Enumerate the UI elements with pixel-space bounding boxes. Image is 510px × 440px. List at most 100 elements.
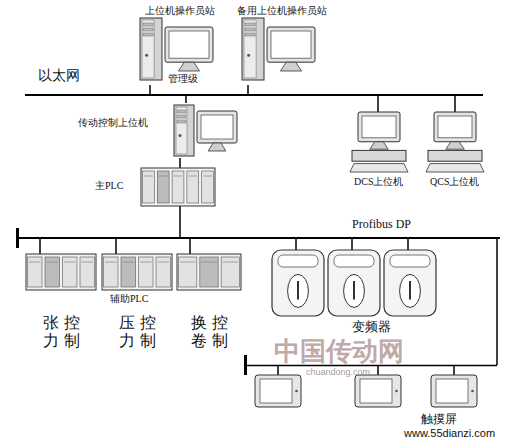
plc-module: [143, 171, 155, 203]
plc-module: [200, 257, 218, 287]
plc-module: [156, 257, 171, 287]
device-label: 主PLC: [95, 180, 123, 192]
bus-connector: [179, 158, 181, 168]
bus-connector: [407, 239, 409, 250]
touch-panel: [255, 375, 301, 407]
plc-rack: [102, 254, 172, 290]
watermark: chuandong.com: [306, 368, 370, 378]
bus-connector: [454, 96, 456, 112]
monitor-frame: [267, 27, 315, 62]
drive-bay: [245, 23, 255, 26]
module-slot: [140, 262, 152, 263]
tower-front: [244, 20, 256, 78]
inverter-window: [344, 274, 365, 307]
device-label: QCS上位机: [430, 176, 479, 188]
bus-connector: [39, 239, 41, 254]
module-slot: [123, 262, 135, 263]
drop-line: [377, 366, 379, 376]
power-button: [247, 54, 250, 57]
bus-connector: [247, 85, 249, 94]
inverter-panel: [334, 255, 374, 267]
power-button: [145, 54, 148, 57]
ethernet-bus: 以太网: [25, 94, 483, 96]
bus-connector: [149, 85, 151, 94]
monitor-screen: [201, 115, 233, 139]
drop-line: [453, 366, 455, 376]
monitor-screen: [271, 31, 311, 58]
inverter-body: [272, 250, 324, 316]
plc-module: [104, 257, 119, 287]
module-slot: [158, 262, 170, 263]
touch-screen: [436, 379, 468, 403]
vertical-label: 张力控制: [43, 314, 80, 351]
device-icon: [78, 103, 238, 158]
module-slot: [82, 262, 94, 263]
device-label: 备用上位机操作员站: [237, 5, 327, 17]
vertical-label: 压力控制: [119, 314, 156, 351]
monitor-screen: [362, 116, 396, 138]
inverter-body: [328, 250, 380, 316]
drive-host: 传动控制上位机: [78, 103, 238, 158]
plc-rack: [177, 254, 241, 290]
device-label: Profibus DP: [352, 218, 411, 232]
desktop-case: [428, 150, 482, 161]
plc-module: [28, 257, 43, 287]
plc-module: [172, 171, 184, 203]
tower-case: [140, 18, 162, 80]
touch-panel: [355, 375, 401, 407]
monitor-frame: [165, 27, 213, 62]
dcs-host: DCS上位机: [348, 112, 410, 192]
touch-panel: [431, 375, 477, 407]
monitor-frame: [358, 112, 400, 142]
keyboard: [426, 164, 484, 172]
plc-module: [80, 257, 95, 287]
device-icon: [26, 254, 96, 352]
inverter-window: [288, 274, 309, 307]
touch-screen-group: 触摸屏: [245, 365, 500, 427]
drive-bay: [177, 120, 186, 123]
monitor-stand: [280, 62, 301, 71]
bus-connector: [496, 239, 498, 365]
inverter-slot: [409, 281, 411, 299]
bus-connector: [115, 239, 117, 254]
module-slot: [64, 262, 76, 263]
tower-front: [176, 107, 187, 154]
plc-rack: [141, 168, 215, 206]
plc-module: [187, 171, 199, 203]
bus-connector: [351, 239, 353, 250]
inverter-slot: [353, 281, 355, 299]
module-slot: [174, 176, 183, 177]
module-slot: [29, 262, 41, 263]
keyboard: [350, 164, 408, 172]
qcs-host: QCS上位机: [424, 112, 486, 192]
watermark: 中国传动网: [274, 337, 404, 366]
device-label: 上位机操作员站: [145, 5, 215, 17]
watermark-url: www.55dianzi.com: [404, 427, 495, 439]
tower-case: [242, 18, 264, 80]
drop-line: [277, 366, 279, 376]
inverter-panel: [278, 255, 318, 267]
monitor-screen: [438, 116, 472, 138]
bus-connector: [295, 239, 297, 250]
tower-case: [174, 105, 194, 156]
touch-screen: [360, 379, 392, 403]
vertical-label: 换卷控制: [191, 314, 228, 351]
desktop-case: [352, 150, 406, 161]
monitor-stand: [208, 143, 226, 151]
touch-button: [471, 390, 474, 393]
module-slot: [180, 262, 195, 263]
module-slot: [105, 262, 117, 263]
device-icon: [177, 254, 241, 352]
drive-bay: [245, 28, 255, 31]
device-label: 传动控制上位机: [78, 117, 148, 129]
power-button: [179, 134, 182, 137]
drive-bay: [245, 33, 255, 36]
group-label: 辅助PLC: [110, 293, 148, 304]
touch-screen: [260, 379, 292, 403]
monitor-stand: [446, 142, 464, 149]
plc-module: [221, 257, 239, 287]
module-slot: [188, 176, 197, 177]
bus-connector: [179, 206, 181, 237]
profibus-bus: Profibus DP: [18, 237, 500, 239]
